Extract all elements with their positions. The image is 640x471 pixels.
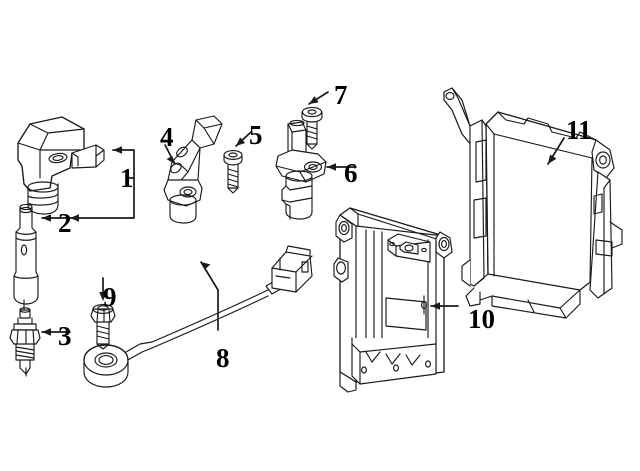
callout-4: 4: [160, 122, 174, 152]
part-bolt-knock-sensor: [90, 304, 116, 350]
part-mounting-bracket: [443, 87, 623, 319]
part-bolt-small: [223, 150, 243, 194]
callout-8: 8: [216, 343, 230, 373]
part-camshaft-sensor-right: [275, 119, 327, 220]
callout-2: 2: [58, 208, 72, 238]
callout-11: 11: [566, 115, 592, 145]
callout-5: 5: [249, 120, 263, 150]
callout-10: 10: [468, 304, 495, 334]
part-spark-plug: [9, 299, 41, 377]
part-bolt-upper: [301, 106, 323, 150]
callout-7: 7: [334, 80, 348, 110]
leader-lines: [41, 91, 565, 336]
part-knock-sensor-harness: [83, 245, 313, 388]
part-camshaft-sensor-left: [163, 115, 223, 224]
part-spark-plug-boot: [13, 203, 39, 305]
callout-3: 3: [58, 321, 72, 351]
callout-6: 6: [344, 158, 358, 188]
part-engine-control-module: [333, 207, 453, 393]
callout-1: 1: [120, 163, 134, 193]
callout-9: 9: [103, 282, 117, 312]
part-ignition-coil: [17, 116, 105, 215]
